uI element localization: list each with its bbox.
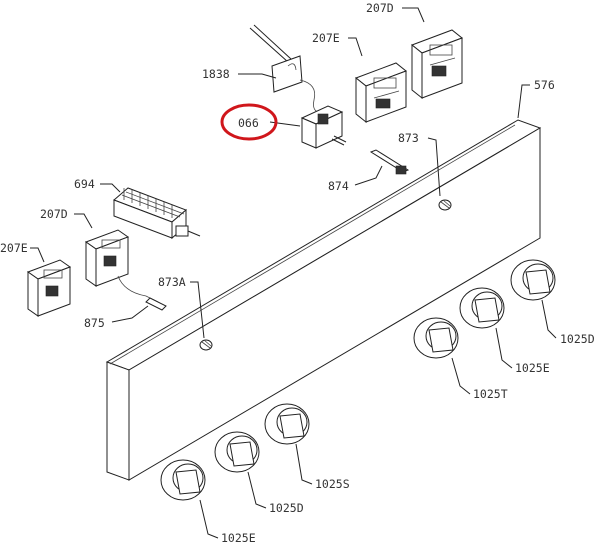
label-1025d-bottom: 1025D [269,501,304,515]
thermostat-066 [300,105,347,149]
label-1025e-bottom: 1025E [221,531,256,545]
regulator-207d-top [411,29,463,100]
knob-1025t [413,317,459,359]
knob-1025d-right [510,259,556,301]
label-875: 875 [84,316,105,330]
label-1025t: 1025T [473,387,508,401]
knob-1025e-bottom [160,459,206,501]
label-207e-top: 207E [312,31,340,45]
highlight-circle [220,103,278,141]
label-873a: 873A [158,275,186,289]
knob-1025d-bottom [214,431,260,473]
label-874: 874 [328,179,349,193]
label-207d-left: 207D [40,207,68,221]
label-207e-left: 207E [0,241,28,255]
regulator-207d-left [84,229,159,303]
label-1838: 1838 [202,67,230,81]
label-576: 576 [534,78,555,92]
label-066: 066 [238,116,259,130]
sensor-1838 [249,24,319,113]
regulator-207e-top [355,62,407,124]
lamp-875 [145,297,167,311]
bolt-873 [438,199,452,211]
label-1025d-right: 1025D [560,332,595,346]
leader-lines [30,7,557,539]
label-1025e-right: 1025E [515,361,550,375]
lamp-874 [369,149,410,175]
knob-1025s [264,403,310,445]
label-1025s: 1025S [315,477,350,491]
label-694: 694 [74,177,95,191]
selector-switch-694 [113,187,201,240]
label-207d-top: 207D [366,1,394,15]
label-873: 873 [398,131,419,145]
bolt-873a [199,339,213,351]
knob-1025e-right [459,287,505,329]
control-panel-576 [105,119,542,481]
regulator-207e-left [26,259,72,317]
